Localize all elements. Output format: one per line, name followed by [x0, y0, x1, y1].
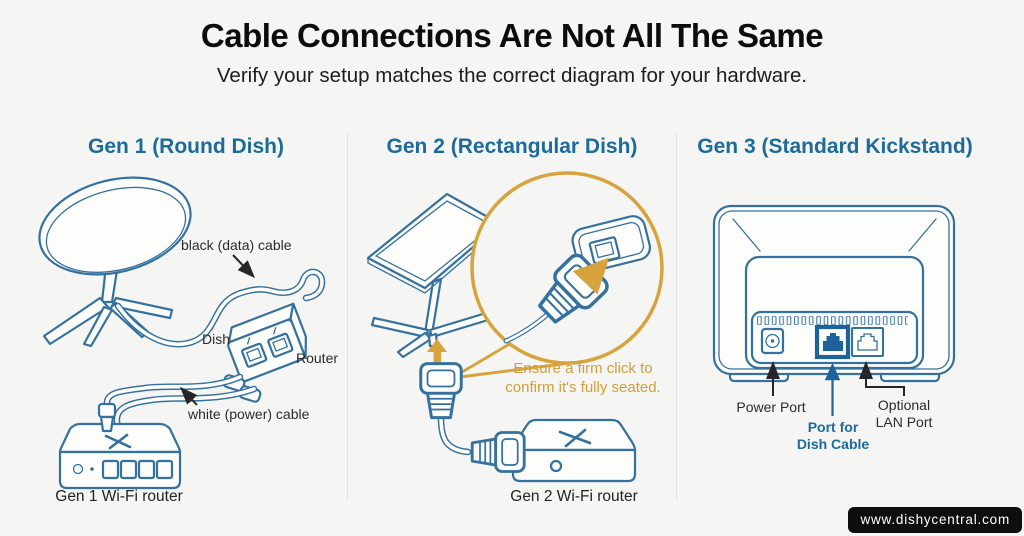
gen3-dish-port	[814, 324, 851, 360]
gen2-callout-line2: confirm it's fully seated.	[505, 379, 661, 396]
gen3-lan-port-label-line2: LAN Port	[875, 413, 933, 430]
page-subtitle: Verify your setup matches the correct di…	[216, 64, 808, 87]
gen1-injector-dish-label: Dish	[202, 331, 231, 347]
gen1-router-logo-x	[104, 433, 132, 450]
gen3-lan-port	[851, 327, 884, 357]
gen2-router-logo-x	[558, 428, 592, 448]
gen1-illustration	[38, 176, 326, 490]
gen1-router-caption: Gen 1 Wi-Fi router	[55, 488, 183, 505]
column-divider-2	[676, 133, 677, 500]
gen3-lan-port-label-line1: Optional	[877, 397, 931, 413]
gen2-router-caption: Gen 2 Wi-Fi router	[510, 488, 638, 505]
gen1-power-cable-arrow	[179, 386, 198, 406]
gen3-dish-port-label-line1: Port for	[807, 419, 859, 435]
gen3-illustration	[712, 204, 956, 416]
gen2-callout-bubble	[450, 171, 664, 380]
gen3-power-port	[760, 327, 785, 355]
gen1-data-cable-arrow	[232, 254, 256, 279]
gen1-data-cable	[114, 268, 326, 348]
gen2-rectangular-dish	[366, 192, 502, 359]
gen3-power-port-label: Power Port	[736, 399, 806, 415]
gen2-callout-text: Ensure a firm click to confirm it's full…	[505, 359, 660, 397]
gen1-injector-router-label: Router	[296, 350, 339, 366]
gen1-power-cable-label: white (power) cable	[188, 406, 310, 422]
gen3-heading: Gen 3 (Standard Kickstand)	[697, 135, 973, 158]
gen1-power-injector	[227, 302, 307, 383]
gen2-heading: Gen 2 (Rectangular Dish)	[386, 135, 638, 158]
gen2-router	[511, 418, 637, 483]
gen2-illustration	[366, 171, 664, 483]
page-title: Cable Connections Are Not All The Same	[200, 17, 824, 54]
gen1-router	[58, 422, 182, 490]
gen1-power-cable	[103, 373, 258, 441]
gen3-dish-port-label: Port for Dish Cable	[797, 419, 869, 453]
watermark-badge: www.dishycentral.com	[848, 507, 1022, 533]
gen1-router-plug	[97, 402, 117, 433]
gen3-dish-port-label-line2: Dish Cable	[796, 436, 870, 452]
gen2-dish-cable	[419, 362, 526, 473]
gen1-data-cable-label: black (data) cable	[181, 237, 292, 253]
gen2-zoom-connector	[503, 250, 613, 344]
gen3-vent-slots	[757, 316, 908, 325]
gen3-lan-port-label: Optional LAN Port	[876, 397, 933, 430]
gen2-insert-arrow	[427, 339, 447, 363]
gen1-round-dish	[38, 176, 192, 348]
gen3-lan-port-arrow	[859, 361, 905, 396]
gen2-callout-line1: Ensure a firm click to	[513, 360, 653, 377]
gen3-router-back	[712, 204, 956, 383]
gen1-heading: Gen 1 (Round Dish)	[88, 135, 284, 158]
column-divider-1	[347, 133, 348, 500]
gen2-zoom-insert-arrow	[572, 257, 610, 295]
